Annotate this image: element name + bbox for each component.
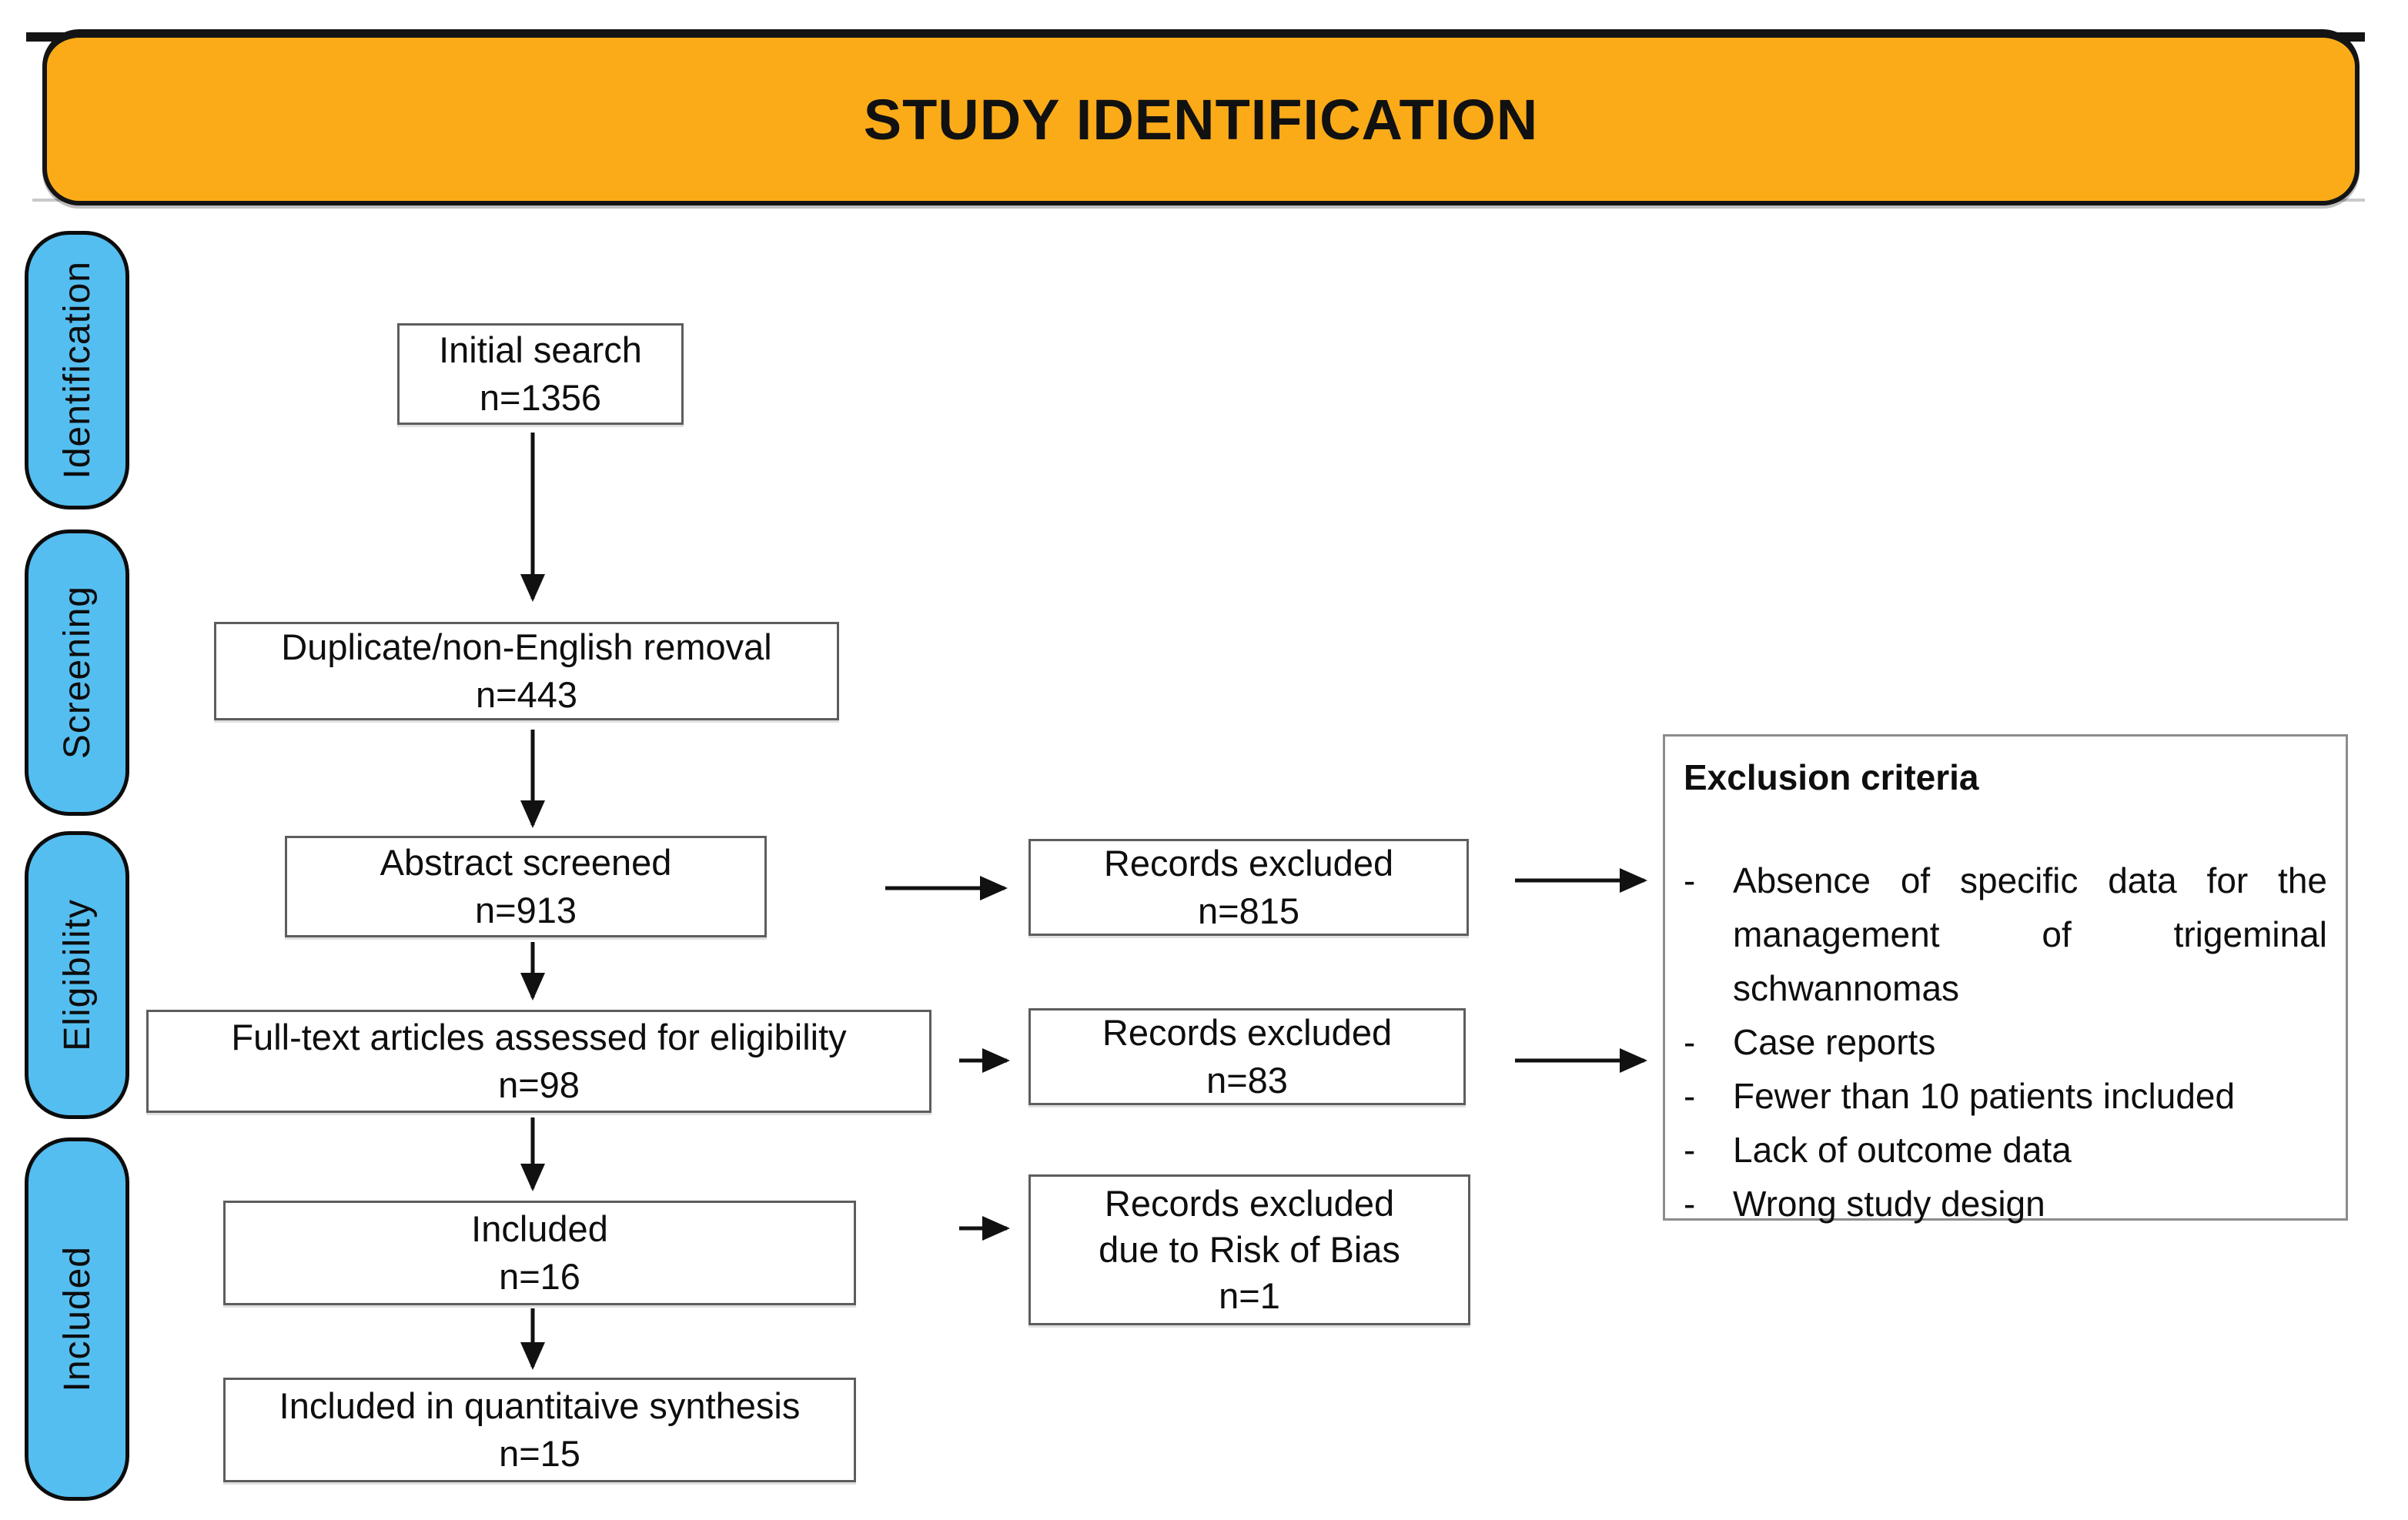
exclusion-item: - Case reports (1684, 1015, 2327, 1069)
box-count: n=15 (499, 1433, 580, 1474)
exclusion-criteria-list: - Absence of specific data for the manag… (1684, 854, 2327, 1231)
box-records-excluded-815: Records excluded n=815 (1028, 839, 1469, 936)
box-count: n=16 (499, 1256, 580, 1297)
stage-eligibility: Eligibility (25, 831, 129, 1119)
exclusion-criteria-title: Exclusion criteria (1684, 757, 1979, 797)
box-count: n=98 (498, 1064, 580, 1105)
stage-identification: Identification (25, 231, 129, 509)
box-line: Duplicate/non-English removal (281, 626, 772, 667)
box-line: Records excluded (1104, 1183, 1395, 1224)
exclusion-criteria-box: Exclusion criteria - Absence of specific… (1663, 734, 2348, 1224)
exclusion-item-text: Fewer than 10 patients included (1733, 1076, 2236, 1116)
page-title: STUDY IDENTIFICATION (863, 87, 1539, 152)
bullet-dash: - (1684, 1022, 1696, 1062)
banner: STUDY IDENTIFICATION (42, 29, 2360, 205)
box-line: Full-text articles assessed for eligibil… (231, 1017, 847, 1057)
exclusion-item-text: Case reports (1733, 1022, 1936, 1062)
box-line: Abstract screened (380, 842, 672, 883)
stage-included: Included (25, 1137, 129, 1501)
exclusion-item: - Lack of outcome data (1684, 1123, 2327, 1177)
exclusion-item: - Fewer than 10 patients included (1684, 1069, 2327, 1123)
exclusion-item-text: Wrong study design (1733, 1184, 2045, 1224)
box-line: Records excluded (1102, 1012, 1393, 1053)
box-count: n=1356 (479, 377, 602, 418)
bullet-dash: - (1684, 1184, 1696, 1224)
box-excluded-risk-of-bias: Records excluded due to Risk of Bias n=1 (1028, 1174, 1470, 1325)
exclusion-item-text: Lack of outcome data (1733, 1130, 2072, 1170)
exclusion-item: - Wrong study design (1684, 1177, 2327, 1231)
box-count: n=913 (474, 890, 577, 930)
box-duplicate-removal: Duplicate/non-English removal n=443 (214, 622, 839, 720)
bullet-dash: - (1684, 1076, 1696, 1116)
box-line: Initial search (439, 329, 642, 370)
exclusion-item-text: Absence of specific data for the managem… (1733, 860, 2327, 1008)
box-count: n=1 (1219, 1275, 1280, 1316)
box-line: due to Risk of Bias (1099, 1229, 1400, 1270)
box-count: n=443 (475, 674, 577, 715)
bullet-dash: - (1684, 1130, 1696, 1170)
box-fulltext-assessed: Full-text articles assessed for eligibil… (146, 1010, 931, 1113)
box-count: n=83 (1206, 1060, 1288, 1101)
bullet-dash: - (1684, 860, 1696, 900)
box-abstract-screened: Abstract screened n=913 (285, 836, 767, 937)
box-line: Included in quantitaive synthesis (279, 1385, 801, 1426)
box-quantitative-synthesis: Included in quantitaive synthesis n=15 (223, 1378, 856, 1482)
stage-screening: Screening (25, 529, 129, 816)
box-records-excluded-83: Records excluded n=83 (1028, 1008, 1466, 1105)
box-line: Included (471, 1208, 608, 1249)
box-count: n=815 (1197, 890, 1299, 931)
exclusion-item: - Absence of specific data for the manag… (1684, 854, 2327, 1015)
box-line: Records excluded (1103, 843, 1394, 884)
box-included: Included n=16 (223, 1201, 856, 1305)
box-initial-search: Initial search n=1356 (397, 323, 684, 425)
